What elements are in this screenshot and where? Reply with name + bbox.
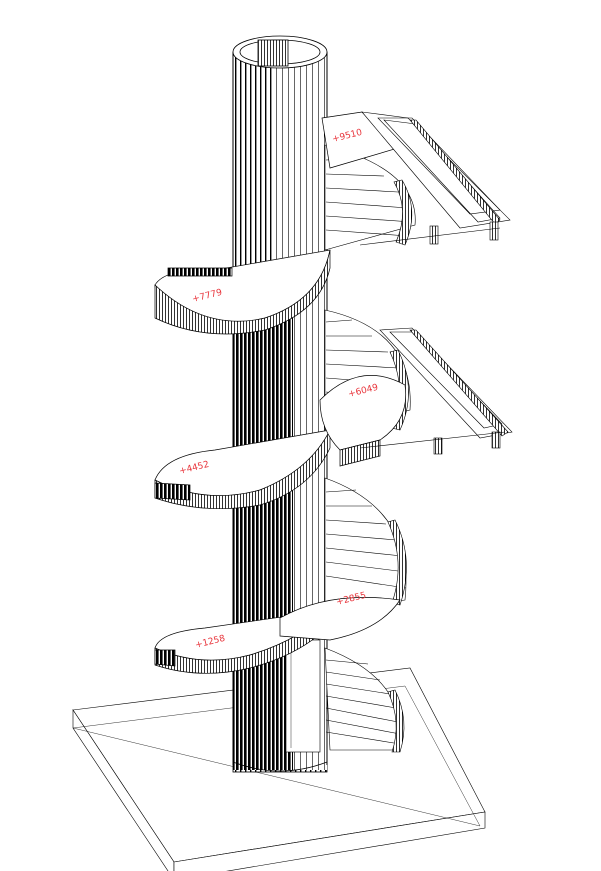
central-column: [232, 51, 328, 773]
helical-bands: [154, 111, 407, 674]
bridge-upper: [359, 111, 511, 246]
column-cap: [232, 35, 328, 69]
bridge-middle: [359, 327, 513, 455]
